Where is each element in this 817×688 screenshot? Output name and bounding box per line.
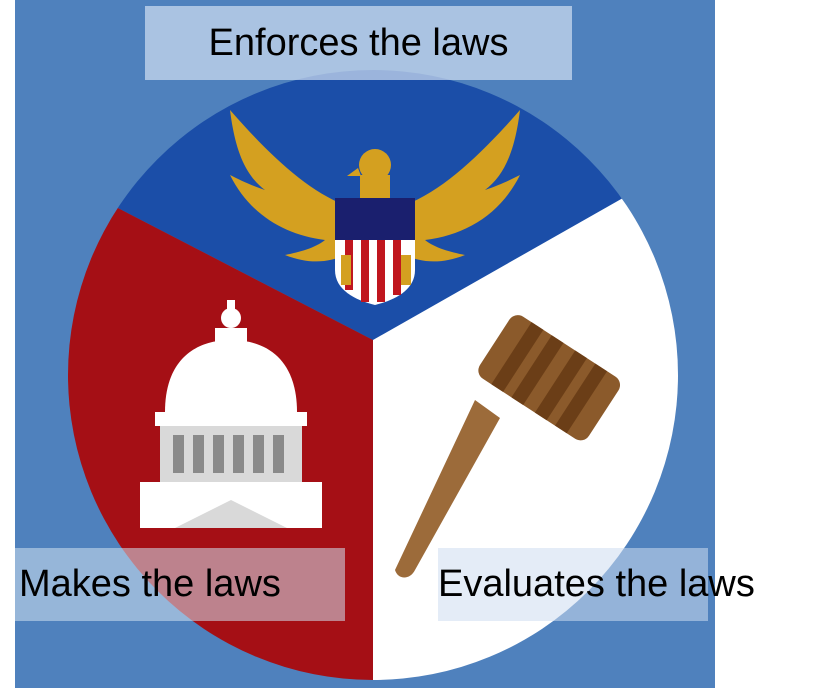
executive-label-text: Enforces the laws — [208, 22, 509, 64]
judicial-label-text: Evaluates the laws — [438, 563, 755, 605]
executive-label: Enforces the laws — [145, 6, 572, 80]
legislative-label-text: Makes the laws — [19, 563, 281, 605]
judicial-label: Evaluates the laws — [438, 548, 810, 621]
legislative-label: Makes the laws — [15, 548, 345, 621]
gavel-icon — [395, 315, 621, 578]
eagle-shield-icon — [230, 110, 520, 305]
capitol-dome-icon — [140, 300, 322, 528]
